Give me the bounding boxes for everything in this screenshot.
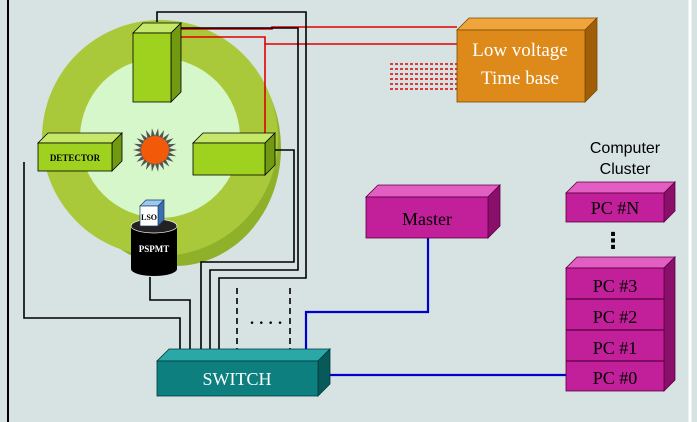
low-voltage-box: Low voltage Time base	[456, 17, 598, 103]
pc-1-label: PC #1	[593, 338, 638, 358]
cluster-title-line2: Cluster	[600, 161, 651, 178]
detector-right-block	[192, 132, 276, 176]
lso-crystal: LSO	[139, 199, 165, 227]
pc-n-label: PC #N	[591, 198, 640, 218]
detector-left-block: DETECTOR	[37, 132, 123, 172]
cluster-ellipsis: ⋮	[602, 228, 624, 253]
pspmt-label: PSPMT	[139, 244, 170, 254]
lso-label: LSO	[141, 213, 157, 222]
switch-label: SWITCH	[203, 369, 272, 389]
red-wires	[170, 26, 457, 134]
pspmt-detector: PSPMT	[130, 218, 178, 276]
switch-box: SWITCH	[156, 348, 331, 397]
pc-n-box: PC #N	[565, 181, 676, 223]
master-label: Master	[402, 209, 452, 229]
detector-top-block	[132, 22, 182, 103]
master-box: Master	[365, 184, 501, 239]
switch-ports-ellipsis: · · · ·	[249, 315, 282, 332]
pc-0-label: PC #0	[593, 368, 638, 388]
cluster-title-line1: Computer	[590, 140, 661, 157]
time-base-label: Time base	[481, 68, 559, 89]
source-icon	[133, 128, 177, 172]
pc-2-label: PC #2	[593, 307, 638, 327]
black-wires	[23, 11, 307, 350]
low-voltage-label: Low voltage	[472, 40, 568, 61]
source-core	[141, 136, 169, 164]
pc-3-label: PC #3	[593, 276, 638, 296]
detector-label: DETECTOR	[50, 153, 101, 163]
blue-wires	[304, 238, 566, 377]
pc-stack: PC #3 PC #2 PC #1 PC #0	[565, 256, 676, 392]
